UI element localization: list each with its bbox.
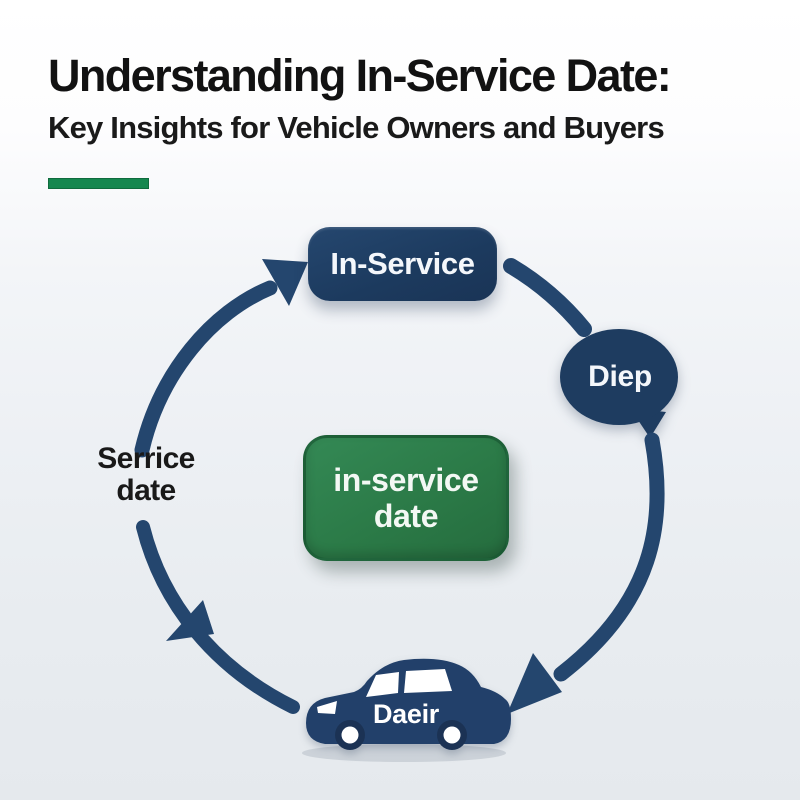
node-in-service-label: In-Service [330, 246, 475, 281]
speech-bubble-text: Diep [588, 360, 652, 393]
cycle-arrowhead-bottom [507, 653, 562, 714]
speech-bubble-icon [560, 329, 678, 438]
page-subtitle: Key Insights for Vehicle Owners and Buye… [48, 110, 665, 145]
car-icon [306, 658, 511, 750]
cycle-arrowhead-top [262, 259, 308, 306]
center-box-line1: in-service [333, 462, 479, 498]
car-window-right [404, 669, 452, 693]
cycle-arc-top-left [134, 280, 278, 458]
cycle-arrowhead-left [166, 600, 214, 641]
car-shadow [302, 744, 506, 762]
node-in-service: In-Service [308, 227, 497, 301]
center-in-service-date-box: in-service date [303, 435, 509, 561]
title-accent-bar [48, 178, 149, 189]
cycle-arc-bottom-left [136, 520, 300, 714]
speech-bubble-body [560, 329, 678, 425]
left-cycle-label-line2: date [116, 474, 176, 507]
page-title: Understanding In-Service Date: [48, 50, 672, 101]
car-label: Daeir [352, 699, 460, 729]
cycle-connector-right [503, 258, 592, 337]
car-window-front [317, 701, 337, 714]
speech-bubble-label: Diep [561, 330, 679, 424]
car-wheel-rear-hub [443, 726, 461, 744]
car-window-left [366, 672, 399, 697]
car-wheel-front-hub [341, 726, 359, 744]
center-box-line2: date [373, 498, 439, 534]
left-cycle-label-line1: Serrice [97, 442, 195, 475]
cycle-arc-right [553, 432, 665, 682]
left-cycle-label: Serrice date [82, 443, 210, 507]
header: Understanding In-Service Date: Key Insig… [48, 52, 768, 146]
car-label-text: Daeir [372, 698, 440, 729]
